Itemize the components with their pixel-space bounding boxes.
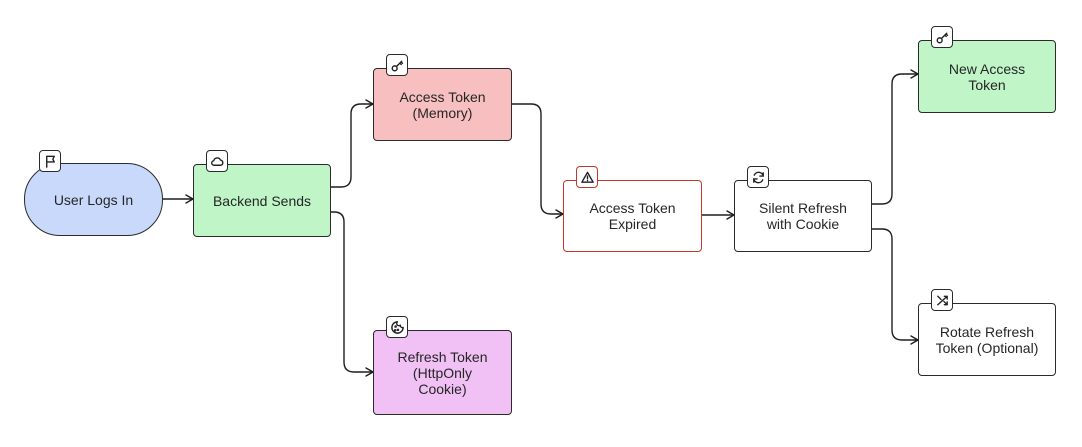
- node-label: Refresh Token (HttpOnly Cookie): [397, 348, 488, 397]
- key-icon: [931, 26, 953, 48]
- node-refresh-token-cookie: Refresh Token (HttpOnly Cookie): [373, 330, 512, 415]
- shuffle-icon: [931, 289, 953, 311]
- node-label: Rotate Refresh Token (Optional): [935, 323, 1039, 356]
- edge-backend-sends-to-refresh-token-cookie: [331, 211, 374, 377]
- flag-icon: [39, 150, 61, 172]
- edge-silent-refresh-to-new-access-token: [872, 69, 919, 205]
- node-backend-sends: Backend Sends: [193, 164, 331, 237]
- edge-backend-sends-to-access-token-memory: [331, 99, 374, 188]
- refresh-icon: [747, 166, 769, 188]
- edge-silent-refresh-to-rotate-refresh-token: [872, 228, 919, 345]
- node-user-logs-in: User Logs In: [24, 163, 163, 236]
- cloud-icon: [206, 150, 228, 172]
- node-label: Access Token Expired: [589, 200, 676, 232]
- edge-access-token-memory-to-access-token-expired: [512, 103, 564, 219]
- node-label: Access Token (Memory): [399, 88, 486, 121]
- node-rotate-refresh-token: Rotate Refresh Token (Optional): [918, 303, 1056, 376]
- node-label: New Access Token: [948, 60, 1026, 93]
- node-access-token-memory: Access Token (Memory): [373, 68, 512, 141]
- node-access-token-expired: Access Token Expired: [563, 180, 702, 252]
- node-label: Backend Sends: [212, 192, 312, 209]
- node-label: User Logs In: [53, 191, 134, 208]
- node-label: Silent Refresh with Cookie: [759, 200, 847, 232]
- key-icon: [386, 54, 408, 76]
- alert-triangle-icon: [576, 166, 598, 188]
- node-silent-refresh: Silent Refresh with Cookie: [734, 180, 872, 252]
- cookie-icon: [386, 316, 408, 338]
- node-new-access-token: New Access Token: [918, 40, 1056, 113]
